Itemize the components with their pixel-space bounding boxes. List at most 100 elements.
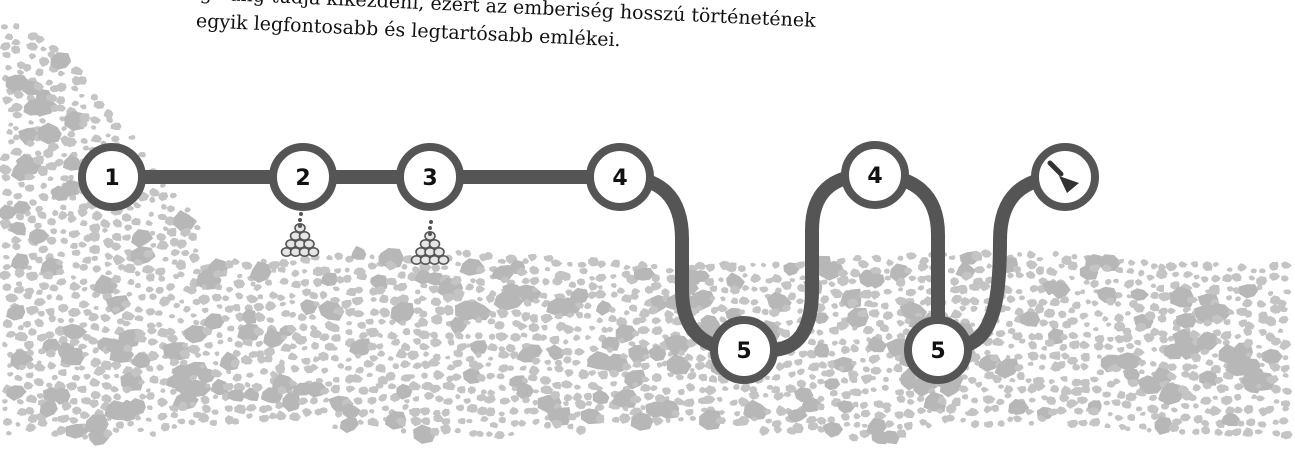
stone (1, 24, 9, 30)
stone (661, 288, 670, 297)
stone (879, 323, 890, 332)
stone (54, 158, 65, 167)
stone (92, 347, 99, 354)
stone (110, 385, 120, 393)
stone (145, 286, 154, 293)
stone (722, 385, 729, 391)
stone (100, 313, 111, 323)
stone (574, 302, 584, 309)
stone (904, 267, 913, 274)
stone (1277, 299, 1287, 309)
stone (432, 409, 441, 416)
stone (527, 254, 538, 262)
stone (367, 396, 377, 405)
stone (1273, 399, 1280, 404)
stone (325, 381, 333, 387)
stone (480, 415, 489, 422)
stone (3, 417, 13, 426)
stone (469, 430, 478, 437)
stone (946, 404, 957, 414)
stone (1262, 348, 1283, 365)
stone (1168, 422, 1180, 433)
stone (260, 367, 269, 375)
stone (112, 306, 121, 313)
stone (210, 368, 223, 378)
stone (974, 360, 981, 366)
stone (496, 373, 505, 380)
stone (79, 93, 85, 99)
stone (1138, 423, 1147, 430)
stone (595, 273, 607, 282)
stone (1271, 337, 1282, 346)
stone (873, 400, 884, 408)
stone (906, 252, 917, 260)
stone (368, 262, 378, 270)
stone (440, 424, 451, 435)
stone (435, 395, 444, 403)
stone (351, 245, 367, 260)
stone (334, 252, 344, 261)
trowel-icon (1047, 160, 1079, 193)
stone (997, 420, 1005, 427)
stone (882, 311, 894, 321)
stone (824, 378, 841, 391)
stone (0, 42, 11, 51)
stone (1091, 385, 1103, 394)
stone (550, 390, 561, 401)
stone (70, 242, 78, 249)
stone (89, 244, 101, 254)
stone (1079, 340, 1090, 350)
stone (979, 281, 991, 292)
stone (457, 386, 466, 394)
stone (201, 404, 212, 414)
stone (427, 358, 441, 367)
stone (662, 387, 672, 396)
stone (147, 322, 157, 329)
stone (949, 286, 960, 294)
stone (1006, 295, 1016, 304)
stone (37, 310, 45, 317)
stone (433, 369, 445, 381)
stone (830, 389, 838, 397)
stone (83, 309, 92, 317)
stone (628, 344, 650, 364)
stone (302, 268, 308, 274)
stone (883, 406, 891, 414)
stone (633, 268, 656, 281)
stone (25, 406, 35, 415)
stone (465, 333, 471, 339)
stone (310, 363, 319, 371)
stone (971, 397, 979, 404)
stone (505, 343, 516, 353)
stone (35, 68, 44, 77)
stone (221, 314, 230, 322)
stone (499, 397, 511, 405)
stone (1083, 279, 1090, 285)
stone (509, 406, 519, 415)
stone (1041, 345, 1047, 351)
stone (186, 379, 212, 397)
stone (156, 232, 167, 242)
stone (832, 311, 839, 317)
stone (57, 414, 70, 423)
stone (717, 304, 728, 313)
stone (344, 365, 352, 371)
stone (49, 284, 59, 292)
stone (420, 417, 431, 425)
stone (1243, 338, 1254, 349)
stone (103, 429, 113, 439)
stone (960, 417, 967, 423)
stone (376, 350, 386, 357)
stone (35, 256, 43, 264)
stone (588, 291, 597, 300)
stone (13, 90, 24, 99)
stone (896, 319, 906, 327)
stone (488, 333, 496, 340)
stone (62, 154, 82, 171)
stone (998, 384, 1005, 389)
stone (494, 320, 505, 330)
stone (370, 308, 380, 316)
stone (137, 151, 146, 158)
stone (0, 153, 10, 162)
stone (886, 367, 893, 374)
